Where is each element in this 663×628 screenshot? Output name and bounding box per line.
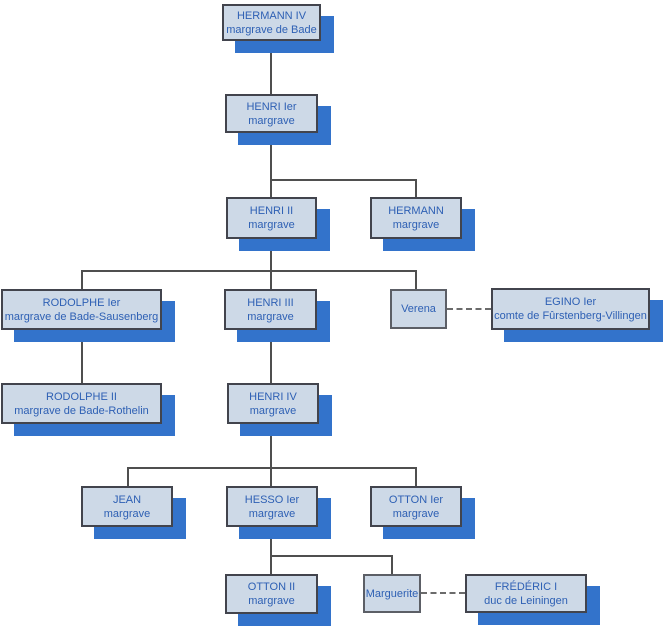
person-title: margrave de Bade-Rothelin [14,404,149,417]
person-name: HERMANN [388,205,444,217]
tree-node-otton-ii[interactable]: OTTON II margrave [225,574,318,614]
person-name: Verena [401,303,436,315]
tree-connector-line [270,424,272,486]
tree-connector-line [415,270,417,289]
person-title: margrave de Bade-Sausenberg [4,310,159,323]
person-title: margrave [103,507,151,520]
marriage-dash-line [447,308,491,310]
tree-node-egino-ier[interactable]: EGINO Ier comte de Fûrstenberg-Villingen [491,288,650,330]
person-title: margrave [392,219,440,231]
tree-connector-line [270,330,272,383]
tree-connector-line [270,179,417,181]
person-name: OTTON Ier [388,493,444,506]
tree-connector-line [270,555,393,557]
person-name: OTTON II [247,581,296,593]
tree-connector-line [415,467,417,486]
tree-connector-line [270,239,272,289]
tree-connector-line [391,555,393,574]
tree-connector-line [270,133,272,197]
tree-connector-line [81,330,83,383]
person-title: duc de Leiningen [484,594,568,607]
person-name: HENRI II [249,205,294,217]
person-title: margrave [248,595,295,607]
person-title: margrave [392,507,440,520]
tree-connector-line [81,270,417,272]
person-title: margrave de Bade [226,23,317,36]
person-name: Marguerite [365,587,419,600]
tree-connector-line [81,270,83,289]
tree-node-marguerite[interactable]: Marguerite [363,574,421,613]
person-title: margrave [247,310,294,323]
tree-connector-line [415,179,417,197]
tree-node-hermann[interactable]: HERMANN margrave [370,197,462,239]
person-name: HENRI Ier [246,100,297,113]
person-title: margrave [248,114,295,127]
marriage-dash-line [421,592,465,594]
person-name: HENRI IV [249,390,297,403]
person-title: margrave [248,219,295,231]
tree-connector-line [127,467,417,469]
tree-node-verena[interactable]: Verena [390,289,447,329]
person-name: RODOLPHE Ier [42,296,121,309]
tree-node-henri-ii[interactable]: HENRI II margrave [226,197,317,239]
person-name: HESSO Ier [244,493,300,506]
person-name: HERMANN IV [236,9,307,22]
tree-connector-line [127,467,129,486]
tree-connector-line [270,527,272,574]
person-title: margrave [248,507,296,520]
tree-connector-line [270,41,272,94]
person-title: margrave [249,404,297,417]
person-name: HENRI III [247,296,294,309]
person-name: EGINO Ier [544,296,597,308]
person-name: JEAN [112,493,142,506]
person-title: comte de Fûrstenberg-Villingen [494,310,647,322]
person-name: RODOLPHE II [46,390,117,403]
person-name: FRÉDÉRIC I [494,580,558,593]
